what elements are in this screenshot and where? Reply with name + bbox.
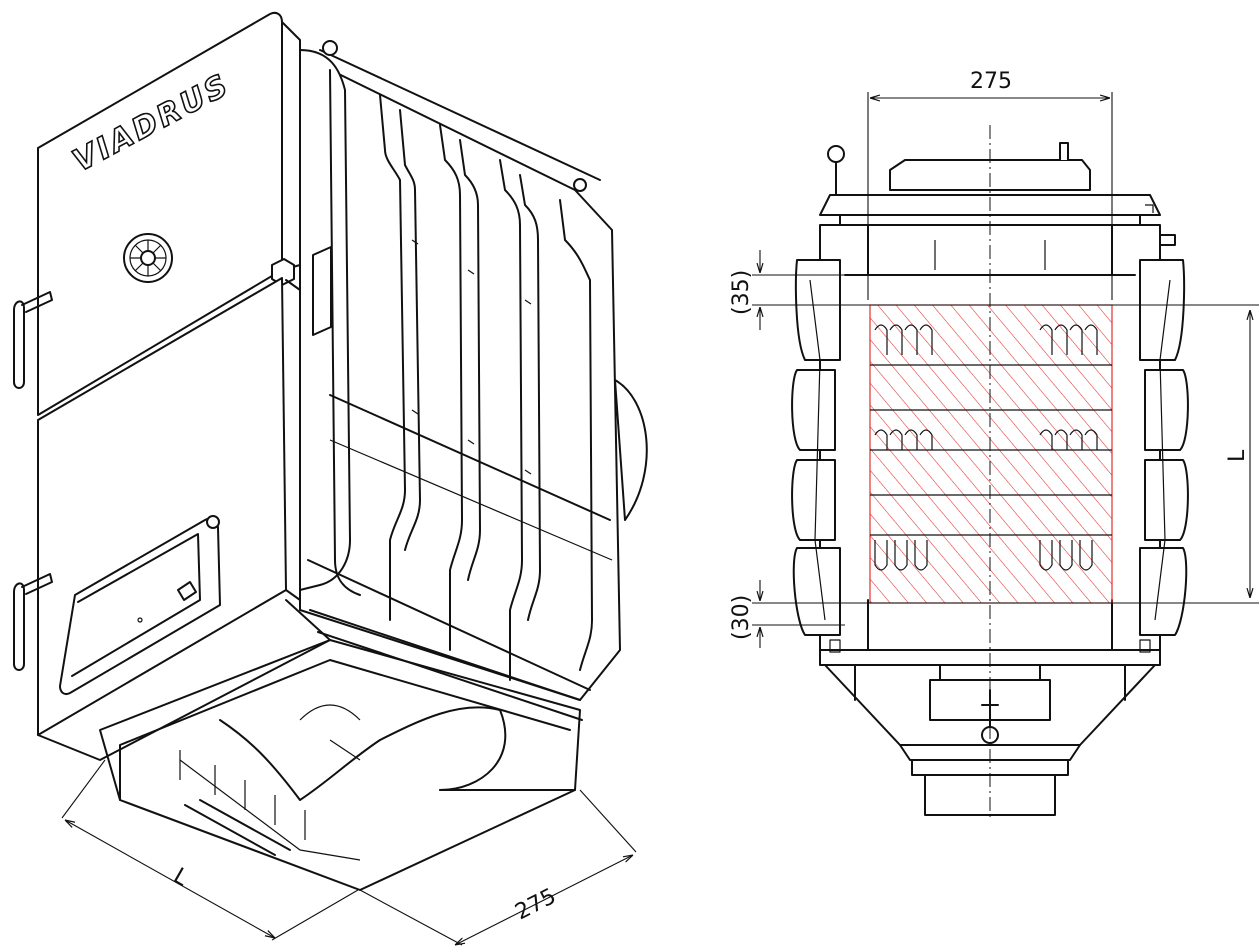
upper-door-handle: [13, 291, 53, 389]
section-view: 275 (35) (30) L: [729, 69, 1259, 820]
iso-dim-length-label: L: [169, 864, 193, 892]
lower-door: [13, 277, 331, 761]
section-dim-lower-offset: (30): [729, 580, 1259, 648]
iso-dim-width-label: 275: [511, 884, 560, 925]
section-dim-upper-offset: (35): [729, 250, 1259, 330]
combustion-chamber-section: [869, 304, 1113, 604]
section-dim-upper-offset-label: (35): [729, 270, 754, 315]
section-dim-lower-offset-label: (30): [729, 595, 754, 640]
air-regulator-icon: [123, 233, 173, 283]
upper-door: VIADRUS: [13, 11, 332, 416]
section-dim-width: 275: [867, 69, 1113, 300]
section-dim-length-label: L: [1225, 449, 1250, 462]
section-dim-length: L: [1225, 310, 1250, 598]
section-dim-width-label: 275: [970, 69, 1012, 94]
boiler-side-sections: [299, 40, 648, 721]
lower-door-handle: [13, 573, 53, 671]
isometric-view: VIADRUS: [13, 11, 648, 945]
